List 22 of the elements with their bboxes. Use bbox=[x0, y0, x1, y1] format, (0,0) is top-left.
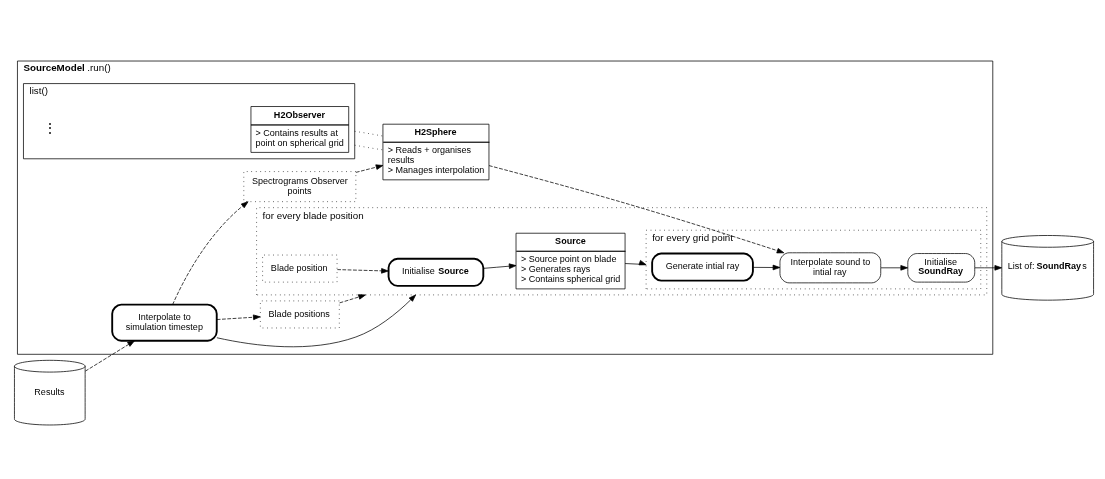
arrow bbox=[752, 264, 781, 270]
arrow bbox=[624, 259, 647, 265]
node-box: Spectrograms Observer points bbox=[243, 170, 357, 202]
node-box: Interpolate to simulation timestep bbox=[111, 303, 218, 342]
node-box: Blade positions bbox=[259, 300, 340, 328]
arrow bbox=[216, 294, 416, 347]
arrow bbox=[339, 293, 366, 303]
arrow bbox=[85, 339, 135, 371]
node-box: Initialise Source bbox=[387, 257, 485, 287]
arrow bbox=[355, 163, 384, 173]
node-box: Blade position bbox=[262, 254, 338, 282]
arrow bbox=[216, 314, 261, 320]
arrow bbox=[337, 267, 389, 274]
arrow bbox=[880, 264, 908, 271]
node-box: Generate intial ray bbox=[651, 252, 754, 282]
arrow bbox=[488, 164, 785, 253]
arrow bbox=[483, 262, 517, 269]
arrow bbox=[172, 200, 249, 305]
label: ⋮ bbox=[42, 120, 57, 136]
node-box: Initialise SoundRay bbox=[907, 252, 976, 282]
node-box: Interpolate sound to intial ray bbox=[779, 251, 882, 283]
arrow bbox=[974, 264, 1003, 271]
